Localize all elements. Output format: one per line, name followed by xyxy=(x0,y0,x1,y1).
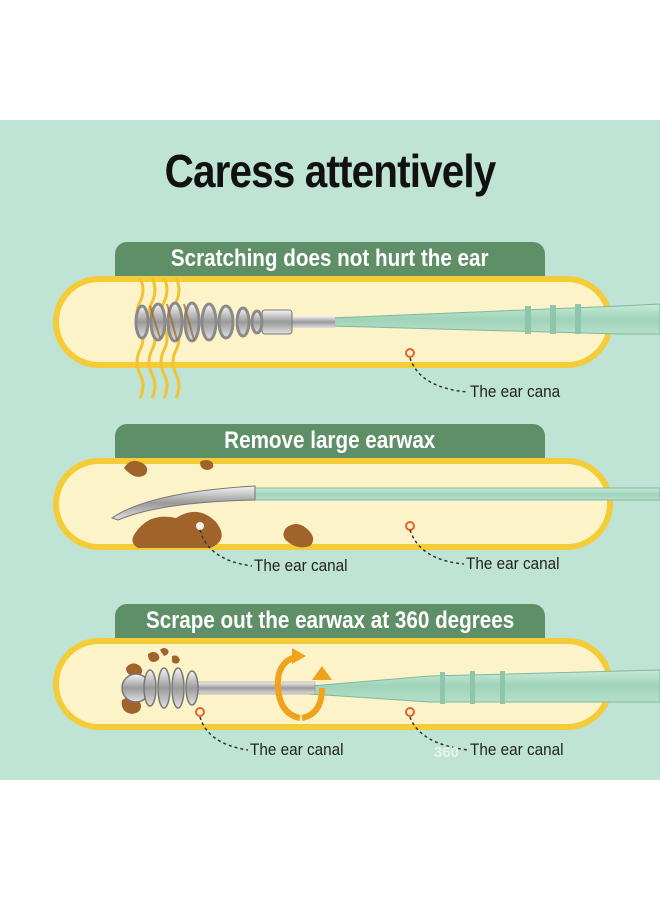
callout-ear-canal: The ear canal xyxy=(250,740,344,759)
watermark: 360 xyxy=(434,744,460,761)
illustration-layer xyxy=(110,277,660,751)
callout-ear-canal: The ear canal xyxy=(254,556,348,575)
section-1-heading: Scratching does not hurt the ear xyxy=(115,242,545,276)
marker-icon xyxy=(195,707,205,717)
callout-ear-canal: The ear canal xyxy=(470,740,564,759)
page-title: Caress attentively xyxy=(164,145,497,197)
callout-ear-canal: The ear cana xyxy=(470,382,561,401)
marker-icon xyxy=(405,707,415,717)
scoop-ear-pick-icon xyxy=(110,460,660,548)
spiral-screw-ear-pick-icon xyxy=(121,648,660,721)
section-2-heading: Remove large earwax xyxy=(115,424,545,458)
marker-icon xyxy=(405,348,415,358)
product-infographic: Caress attentively Scratching does not h… xyxy=(0,120,660,780)
section-3-heading: Scrape out the earwax at 360 degrees xyxy=(115,604,545,638)
spiral-ear-pick-icon xyxy=(134,277,660,399)
callout-ear-canal: The ear canal xyxy=(466,554,560,573)
marker-icon xyxy=(405,521,415,531)
